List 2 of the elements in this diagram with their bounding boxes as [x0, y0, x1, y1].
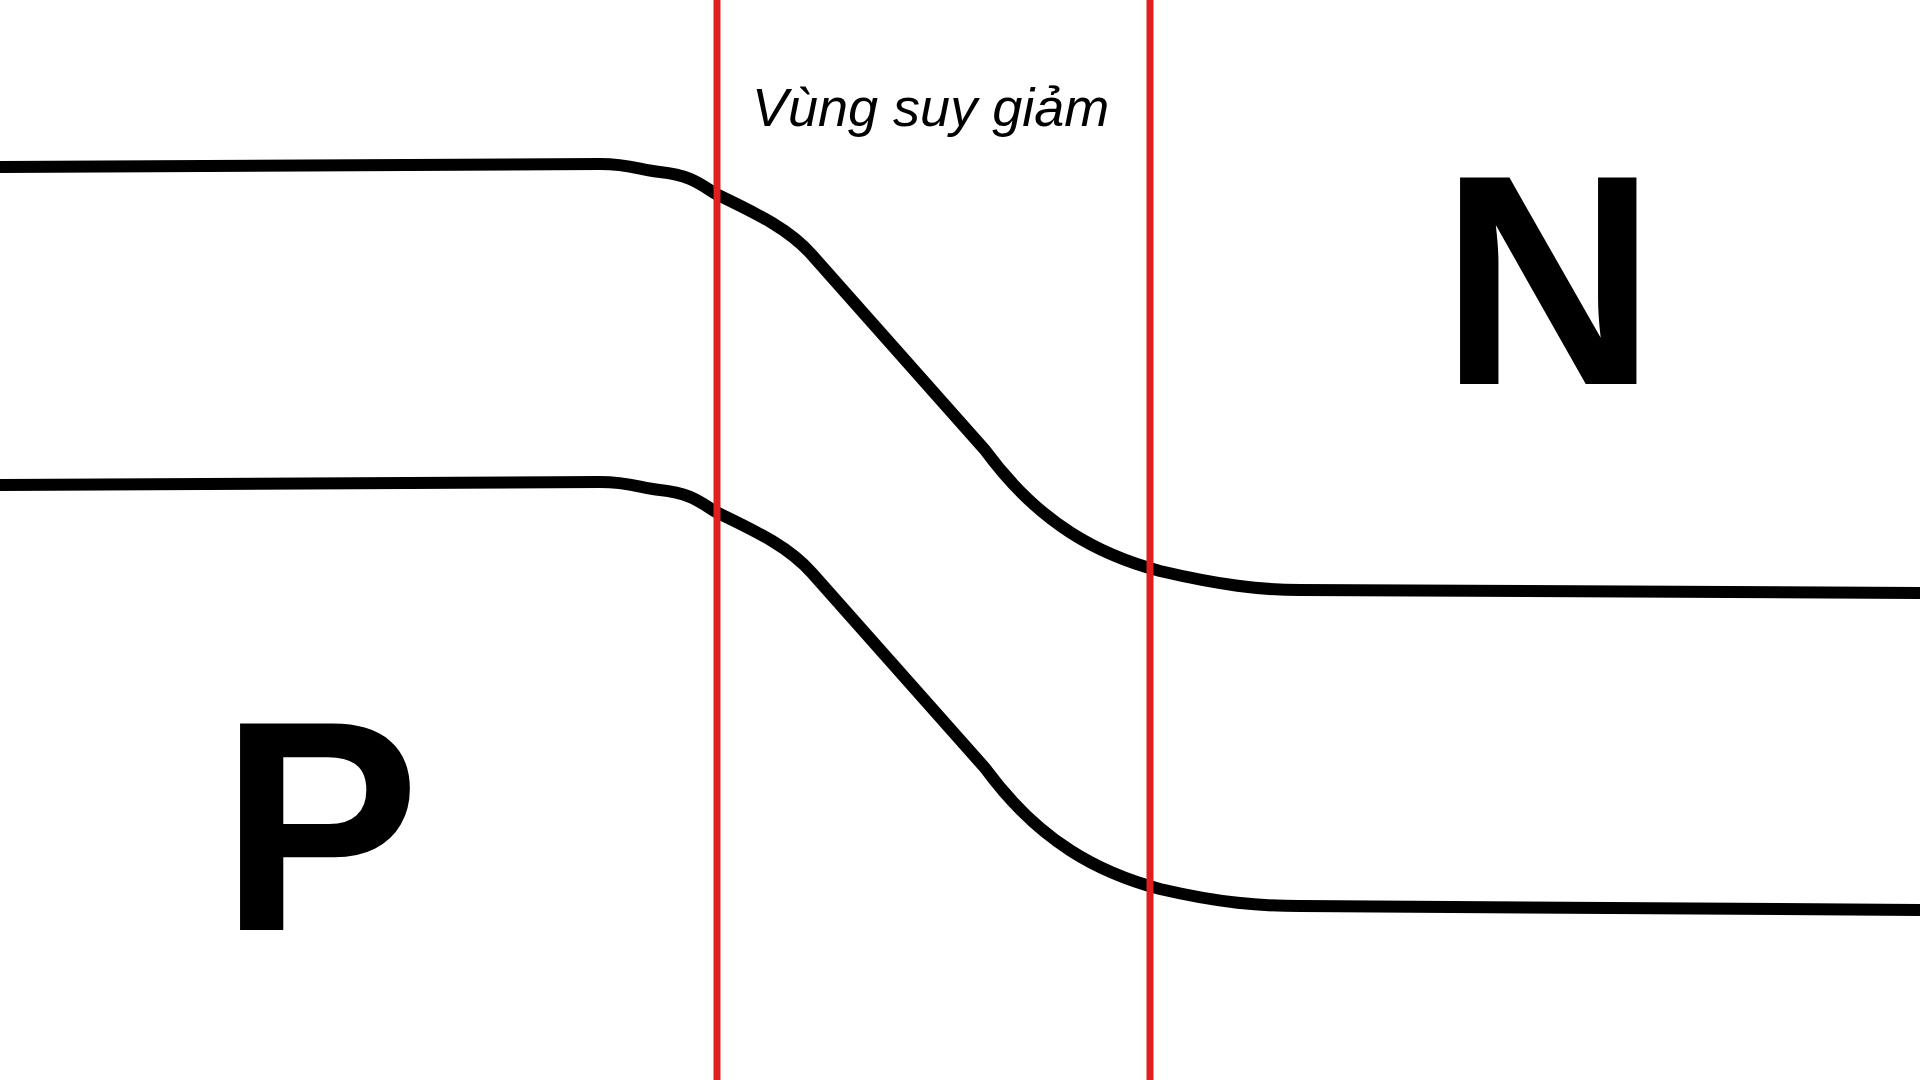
- region-letter: N: [1440, 130, 1657, 430]
- region-letter: P: [220, 676, 421, 976]
